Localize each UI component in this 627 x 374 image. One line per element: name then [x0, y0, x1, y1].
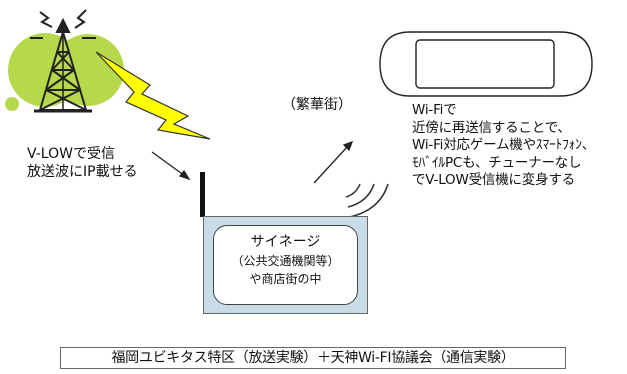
portable-game-device-icon [379, 31, 593, 97]
signage-box: サイネージ （公共交通機関等） や商店街の中 [203, 216, 368, 314]
wifi-line: Wi-Fi対応ゲーム機やｽﾏｰﾄﾌｫﾝ、 [412, 137, 596, 153]
wifi-description: Wi-Fiで 近傍に再送信することで、 Wi-Fi対応ゲーム機やｽﾏｰﾄﾌｫﾝ、… [412, 102, 595, 190]
signage-title: サイネージ [250, 234, 321, 250]
antenna-icon [200, 172, 205, 217]
busy-district-label: （繁華街） [282, 97, 352, 113]
vlow-line-1: V-LOWで受信 [27, 146, 115, 162]
wifi-signal-icon [345, 183, 389, 218]
signage-location: や商店街の中 [249, 272, 322, 286]
lightning-icon [95, 51, 211, 140]
vlow-line-2: 放送波にIP載せる [27, 164, 138, 180]
signage-screen: サイネージ （公共交通機関等） や商店街の中 [213, 225, 358, 305]
footer-caption: 福岡ユビキタス特区（放送実験）＋天神Wi-FI協議会（通信実験） [60, 347, 566, 369]
wifi-line: ﾓﾊﾞｲﾙPCも、チューナーなし [412, 154, 582, 171]
signage-subtitle: （公共交通機関等） [231, 254, 340, 268]
wifi-line: でV-LOW受信機に変身する [412, 172, 576, 188]
wifi-line: 近傍に再送信することで、 [412, 119, 571, 136]
vlow-reception-label: V-LOWで受信 放送波にIP載せる [27, 145, 138, 181]
reception-arrow [151, 151, 191, 181]
wifi-line: Wi-Fiで [412, 102, 457, 118]
broadcast-tower-icon [30, 9, 96, 113]
rebroadcast-arrow [313, 140, 354, 184]
